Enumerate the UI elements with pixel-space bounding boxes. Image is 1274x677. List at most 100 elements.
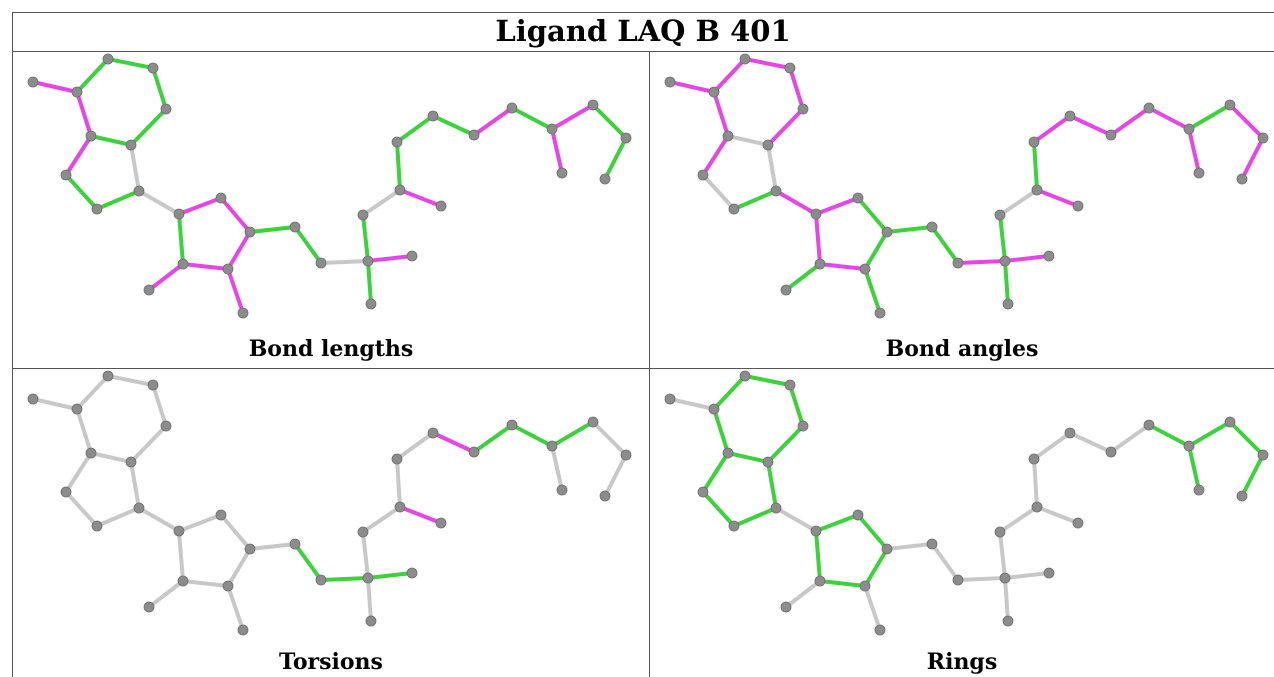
atom [177, 575, 189, 587]
bond-gray [998, 188, 1039, 217]
atom [60, 486, 72, 498]
atom [810, 208, 822, 220]
atom [125, 139, 137, 151]
atom [881, 226, 893, 238]
bond-pink [814, 196, 860, 216]
bond-gray [1068, 431, 1113, 454]
atom [1224, 416, 1236, 428]
bond-pink [366, 254, 414, 263]
bond-pink [774, 189, 818, 216]
bond-gray [361, 188, 402, 217]
atom [506, 419, 518, 431]
atom [697, 486, 709, 498]
bond-green [856, 196, 889, 234]
bond-gray [784, 579, 822, 609]
bond-green [726, 451, 770, 464]
row-divider [12, 368, 1274, 369]
atom [770, 502, 782, 514]
bond-green [814, 529, 822, 583]
atom [289, 221, 301, 233]
atom [810, 525, 822, 537]
atom [852, 192, 864, 204]
atom [852, 509, 864, 521]
bond-gray [885, 542, 934, 551]
atom [994, 526, 1006, 538]
bond-gray [395, 457, 402, 509]
atom [173, 525, 185, 537]
bond-pink [712, 57, 747, 94]
atom [394, 501, 406, 513]
atom [556, 167, 568, 179]
bond-green [1187, 103, 1232, 131]
atom [237, 307, 249, 319]
atom [435, 200, 447, 212]
bond-green [712, 374, 747, 411]
atom [556, 484, 568, 496]
atom [27, 393, 39, 405]
bond-gray [129, 460, 141, 510]
bond-pink [181, 262, 230, 271]
bond-pink [398, 188, 443, 208]
atom [1193, 484, 1205, 496]
atom [244, 543, 256, 555]
atom [780, 284, 792, 296]
bond-green [1240, 453, 1265, 498]
atom [784, 62, 796, 74]
bond-gray [998, 530, 1007, 580]
atom [797, 420, 809, 432]
molecule-diagram-torsions [27, 370, 632, 636]
atom [728, 520, 740, 532]
bond-gray [863, 584, 882, 632]
bond-gray [603, 453, 628, 498]
panel-torsions: Torsions [13, 369, 649, 677]
atom [357, 526, 369, 538]
atom [762, 456, 774, 468]
bond-gray [1003, 576, 1010, 623]
bond-pink [1240, 136, 1265, 181]
bond-green [998, 213, 1007, 263]
atom [1183, 123, 1195, 135]
atom [435, 517, 447, 529]
atom [362, 255, 374, 267]
bond-gray [75, 374, 110, 411]
atom [125, 456, 137, 468]
bond-green [293, 542, 323, 582]
bond-green [766, 460, 778, 510]
atom [160, 103, 172, 115]
bond-gray [226, 584, 245, 632]
atom [1072, 200, 1084, 212]
atom [91, 203, 103, 215]
bond-green [431, 114, 476, 137]
atom [427, 427, 439, 439]
bond-pink [31, 80, 79, 94]
bond-gray [726, 134, 770, 147]
bond-green [510, 423, 554, 448]
atom [244, 226, 256, 238]
bond-gray [129, 424, 168, 464]
atom [27, 76, 39, 88]
bond-pink [956, 259, 1007, 265]
atom [85, 130, 97, 142]
bond-green [1228, 420, 1265, 457]
molecule-diagram-bond-lengths [27, 53, 632, 319]
atom [102, 370, 114, 382]
bond-pink [75, 90, 93, 138]
bond-green [129, 107, 168, 147]
bond-green [319, 576, 370, 582]
atom [599, 490, 611, 502]
bond-gray [106, 374, 155, 387]
bond-green [818, 579, 867, 588]
atom [739, 370, 751, 382]
bond-gray [361, 530, 370, 580]
bond-green [95, 189, 141, 211]
bond-gray [177, 529, 185, 583]
atom [362, 572, 374, 584]
bond-green [701, 490, 736, 528]
atom [1028, 453, 1040, 465]
bond-green [1147, 423, 1191, 448]
atoms [27, 53, 632, 319]
atom [780, 601, 792, 613]
bond-gray [766, 143, 778, 193]
atom [1224, 99, 1236, 111]
bond-gray [177, 513, 223, 533]
